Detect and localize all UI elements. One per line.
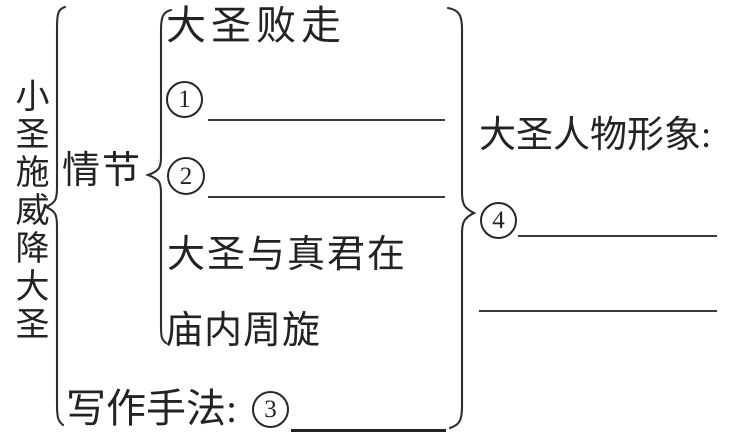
plot-label: 情节 (62, 150, 143, 192)
blank-line-2 (208, 196, 445, 198)
plot-item-temple-line1: 大圣与真君在 (167, 234, 408, 276)
summary-right-brace-icon (446, 6, 477, 430)
circled-number-2-icon: 2 (167, 157, 205, 195)
circled-number-3-digit: 3 (264, 396, 277, 423)
circled-number-4-icon: 4 (480, 202, 517, 239)
blank-line-5 (479, 310, 717, 312)
main-left-brace-icon (43, 5, 67, 427)
character-image-label: 大圣人物形象: (479, 115, 712, 156)
plot-left-brace-icon (144, 8, 173, 345)
blank-line-1 (208, 119, 445, 121)
circled-number-1-icon: 1 (166, 81, 203, 118)
blank-line-3 (291, 429, 446, 432)
title-vertical: 小圣施威降大圣 (10, 78, 47, 344)
circled-number-1-digit: 1 (178, 86, 191, 113)
technique-label: 写作手法: (66, 386, 238, 431)
plot-item-temple-line2: 庙内周旋 (165, 310, 322, 352)
circled-number-3-icon: 3 (252, 391, 289, 428)
circled-number-4-digit: 4 (492, 207, 505, 234)
blank-line-4 (518, 235, 717, 237)
circled-number-2-digit: 2 (179, 162, 193, 190)
plot-item-defeat: 大圣败走 (166, 3, 346, 48)
